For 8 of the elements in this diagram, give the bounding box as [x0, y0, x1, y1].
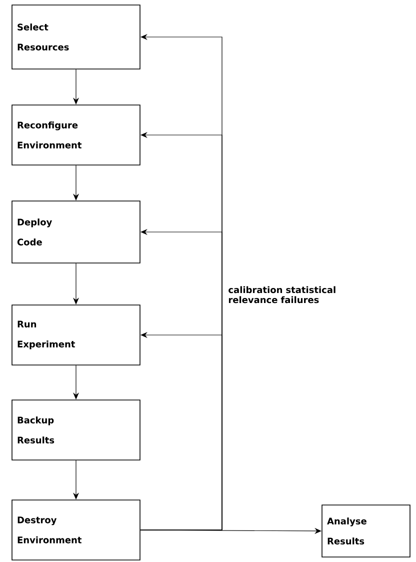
process-box: Backup Results: [12, 400, 140, 460]
process-box: Deploy Code: [12, 200, 140, 264]
annotation-text: calibration statistical relevance failures: [228, 286, 336, 304]
process-box: Analyse Results: [322, 504, 410, 558]
process-box: Destroy Environment: [12, 500, 140, 560]
process-box: Run Experiment: [12, 304, 140, 366]
process-box: Reconfigure Environment: [12, 104, 140, 166]
process-box: Select Resources: [12, 4, 140, 70]
